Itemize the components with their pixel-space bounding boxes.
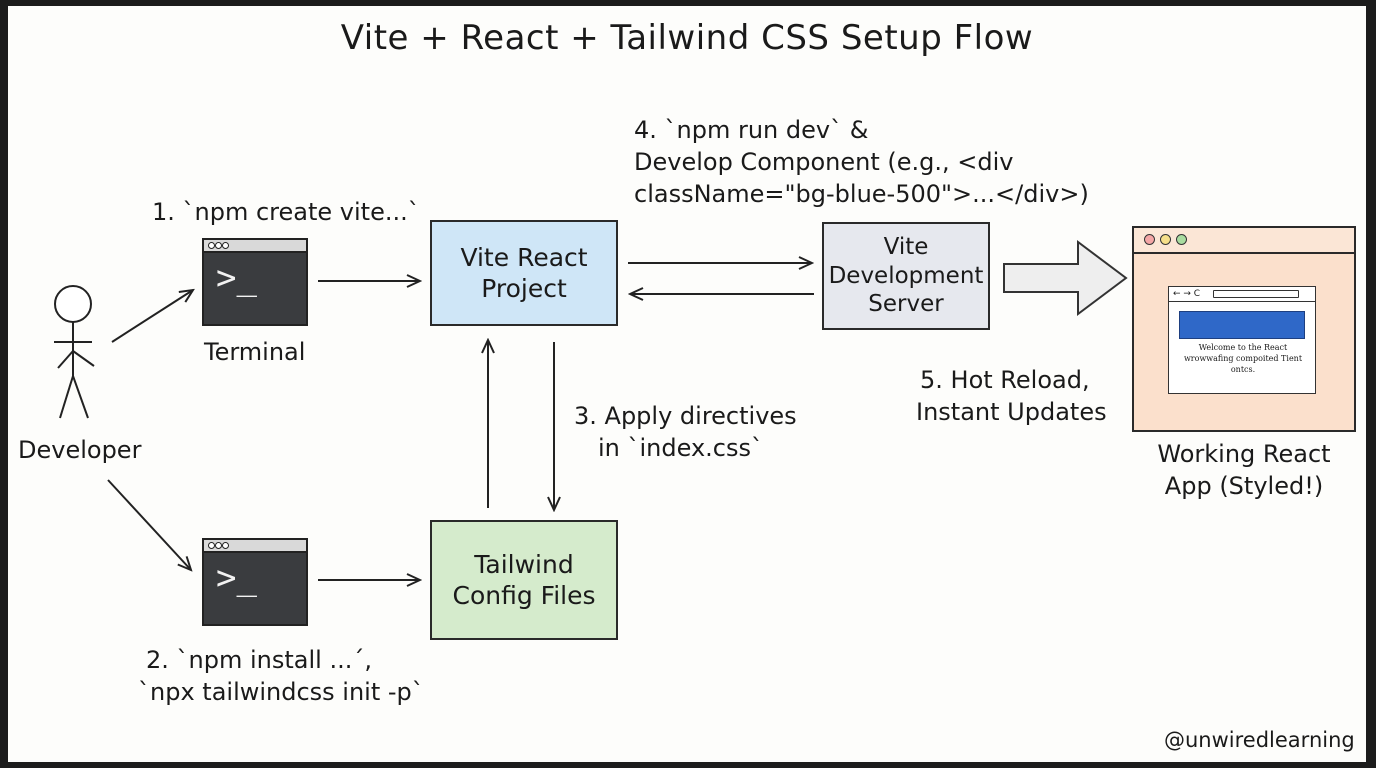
step1-label: 1. `npm create vite...` [152,198,420,226]
browser-content-text: Welcome to the React wrowwafing compoite… [1183,343,1303,374]
arrow-developer-to-terminal1 [111,290,193,343]
terminal-prompt-icon: >_ [216,258,257,298]
maximize-dot-icon [1176,234,1187,245]
terminal-dot-icon [222,242,229,249]
browser-inner-page: ← → C Welcome to the React wrowwafing co… [1168,286,1316,394]
address-field [1213,290,1299,298]
browser-caption-line1: Working React [1157,440,1331,468]
minimize-dot-icon [1160,234,1171,245]
step3-label-line2: in `index.css` [598,434,763,462]
browser-titlebar [1134,228,1354,254]
developer-label: Developer [18,436,142,464]
terminal-dot-icon [215,542,222,549]
nav-arrows-icon: ← → C [1173,289,1201,299]
step5-label-line1: 5. Hot Reload, [920,366,1090,394]
step4-label-line3: className="bg-blue-500">...</div>) [634,180,1089,208]
terminal-window-bottom: >_ [202,538,308,626]
inner-address-bar: ← → C [1169,287,1315,302]
tailwind-config-box: Tailwind Config Files [430,520,618,640]
vite-react-project-box: Vite React Project [430,220,618,326]
tailwind-config-label: Tailwind Config Files [452,549,596,610]
blue-hero-banner [1179,311,1305,339]
terminal-dot-icon [208,242,215,249]
terminal-window-top: >_ [202,238,308,326]
step2-label-line1: 2. `npm install ...´, [146,646,372,674]
browser-window: ← → C Welcome to the React wrowwafing co… [1132,226,1356,432]
vite-react-project-label: Vite React Project [460,242,588,303]
vite-dev-server-label: Vite Development Server [828,233,984,318]
diagram-canvas: Vite + React + Tailwind CSS Setup Flow D… [8,6,1366,762]
arrow-developer-to-terminal2 [107,479,191,570]
step4-label-line1: 4. `npm run dev` & [634,116,869,144]
step3-label-line1: 3. Apply directives [574,402,797,430]
terminal-titlebar [204,540,306,553]
terminal-dot-icon [215,242,222,249]
terminal-label: Terminal [204,338,306,366]
arrow-server-to-browser [1003,240,1128,316]
close-dot-icon [1144,234,1155,245]
step5-label-line2: Instant Updates [916,398,1107,426]
watermark: @unwiredlearning [1164,728,1355,752]
connector-layer [54,240,1128,762]
terminal-titlebar [204,240,306,253]
browser-caption-line2: App (Styled!) [1164,472,1324,500]
terminal-dot-icon [222,542,229,549]
step2-label-line2: `npx tailwindcss init -p` [138,678,424,706]
terminal-prompt-icon: >_ [216,558,257,598]
developer-figure [54,285,95,419]
vite-dev-server-box: Vite Development Server [822,222,990,330]
step4-label-line2: Develop Component (e.g., <div [634,148,1014,176]
diagram-title: Vite + React + Tailwind CSS Setup Flow [340,18,1034,58]
terminal-dot-icon [208,542,215,549]
